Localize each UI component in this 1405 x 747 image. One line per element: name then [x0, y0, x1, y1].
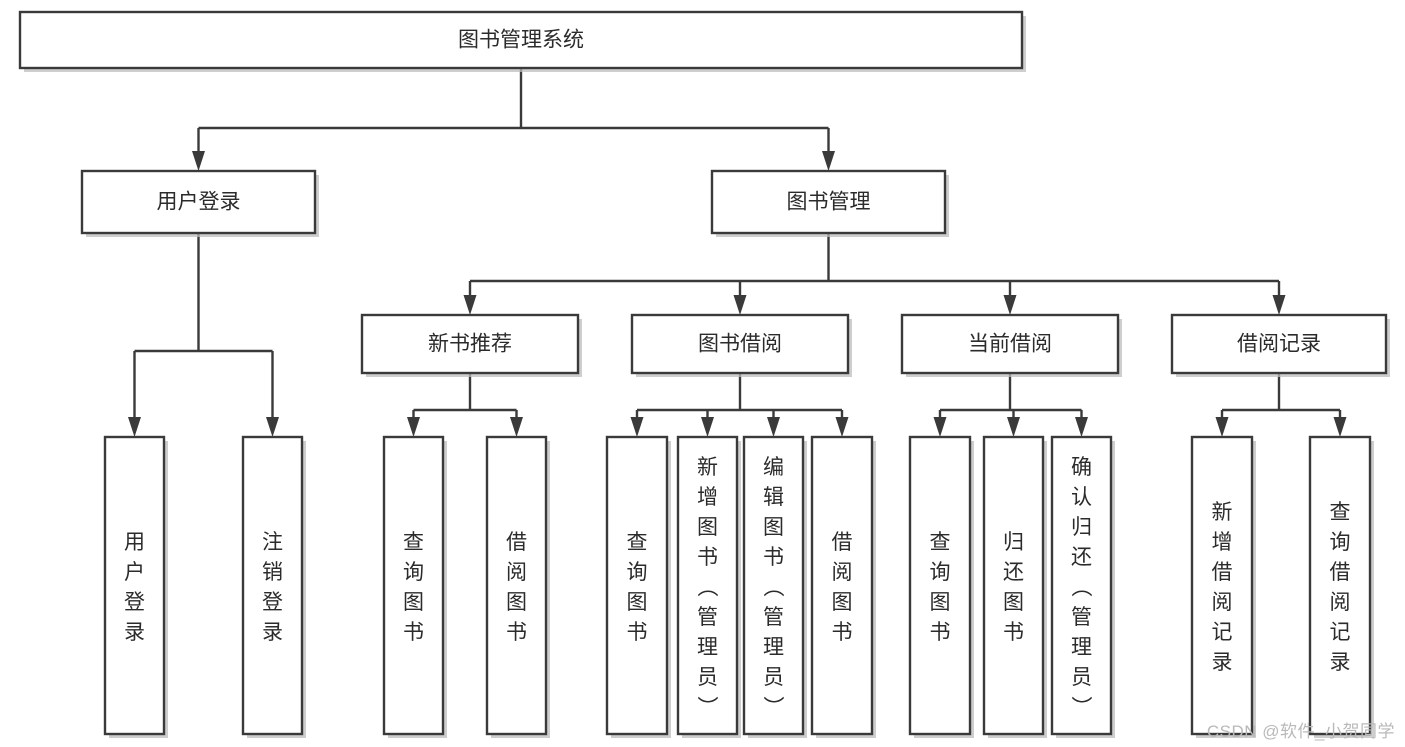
arrow-head-icon	[733, 295, 747, 315]
node-box[interactable]	[1190, 435, 1254, 736]
arrow-head-icon	[192, 151, 205, 171]
node-box[interactable]	[676, 435, 739, 736]
node-box[interactable]	[241, 435, 304, 736]
node-current-borrow[interactable]: 当前借阅	[900, 313, 1122, 377]
node-book-borrow[interactable]: 图书借阅	[630, 313, 852, 377]
node-borrow-record[interactable]: 借阅记录	[1170, 313, 1390, 377]
node-label: 查询借阅记录	[1330, 501, 1351, 674]
node-box[interactable]	[18, 10, 1024, 70]
node-leaf-return-book[interactable]: 归还图书	[982, 435, 1047, 738]
arrow-head-icon	[1007, 417, 1020, 437]
arrow-head-icon	[1215, 417, 1229, 437]
node-box[interactable]	[630, 313, 850, 375]
node-layer: 图书管理系统用户登录图书管理新书推荐图书借阅当前借阅借阅记录用户登录注销登录查询…	[18, 10, 1390, 738]
arrow-head-icon	[630, 417, 644, 437]
node-box[interactable]	[103, 435, 166, 736]
arrow-head-icon	[835, 417, 849, 437]
arrow-head-icon	[1003, 295, 1017, 315]
node-leaf-add-record[interactable]: 新增借阅记录	[1190, 435, 1256, 738]
node-label: 用户登录	[157, 191, 241, 214]
node-label: 查询图书	[627, 531, 648, 644]
node-box[interactable]	[1170, 313, 1388, 375]
node-leaf-query-record[interactable]: 查询借阅记录	[1308, 435, 1374, 738]
node-leaf-borrow-book-2[interactable]: 借阅图书	[810, 435, 876, 738]
node-leaf-logout[interactable]: 注销登录	[241, 435, 306, 738]
arrow-head-icon	[767, 417, 780, 437]
node-user-login[interactable]: 用户登录	[80, 169, 319, 237]
node-leaf-confirm-return[interactable]: 确认归还（管理员）	[1050, 435, 1115, 738]
arrow-head-icon	[933, 417, 947, 437]
arrow-head-icon	[128, 417, 141, 437]
node-leaf-edit-book[interactable]: 编辑图书（管理员）	[742, 435, 807, 738]
edge-layer	[128, 68, 1347, 437]
node-box[interactable]	[80, 169, 317, 235]
arrow-head-icon	[1075, 417, 1088, 437]
node-leaf-add-book[interactable]: 新增图书（管理员）	[676, 435, 741, 738]
node-box[interactable]	[710, 169, 947, 235]
node-new-book-rec[interactable]: 新书推荐	[360, 313, 582, 377]
node-leaf-user-login[interactable]: 用户登录	[103, 435, 168, 738]
node-label: 查询图书	[403, 531, 424, 644]
node-box[interactable]	[1050, 435, 1113, 736]
node-label: 新增借阅记录	[1212, 501, 1233, 674]
node-label: 查询图书	[930, 531, 951, 644]
node-root[interactable]: 图书管理系统	[18, 10, 1026, 72]
node-label: 图书管理	[787, 191, 871, 214]
node-label: 注销登录	[262, 531, 283, 644]
node-box[interactable]	[742, 435, 805, 736]
node-label: 用户登录	[124, 531, 145, 644]
node-box[interactable]	[485, 435, 548, 736]
node-label: 图书管理系统	[458, 29, 584, 52]
node-leaf-query-book-3[interactable]: 查询图书	[908, 435, 974, 738]
node-leaf-query-book-1[interactable]: 查询图书	[382, 435, 447, 738]
node-box[interactable]	[982, 435, 1045, 736]
arrow-head-icon	[407, 417, 420, 437]
arrow-head-icon	[1333, 417, 1347, 437]
node-box[interactable]	[908, 435, 972, 736]
node-box[interactable]	[900, 313, 1120, 375]
node-label: 新增图书（管理员）	[697, 456, 719, 719]
node-box[interactable]	[810, 435, 874, 736]
arrow-head-icon	[822, 151, 835, 171]
node-book-manage[interactable]: 图书管理	[710, 169, 949, 237]
node-label: 归还图书	[1003, 531, 1024, 644]
node-box[interactable]	[1308, 435, 1372, 736]
node-leaf-borrow-book-1[interactable]: 借阅图书	[485, 435, 550, 738]
node-label: 新书推荐	[428, 333, 512, 356]
node-label: 编辑图书（管理员）	[763, 456, 785, 719]
node-box[interactable]	[382, 435, 445, 736]
arrow-head-icon	[510, 417, 523, 437]
node-label: 当前借阅	[968, 333, 1052, 356]
arrow-head-icon	[701, 417, 714, 437]
node-leaf-query-book-2[interactable]: 查询图书	[605, 435, 671, 738]
node-label: 图书借阅	[698, 333, 782, 356]
node-label: 借阅图书	[506, 531, 527, 644]
node-box[interactable]	[360, 313, 580, 375]
arrow-head-icon	[1272, 295, 1286, 315]
node-label: 借阅图书	[832, 531, 853, 644]
node-label: 确认归还（管理员）	[1071, 456, 1093, 719]
arrow-head-icon	[266, 417, 279, 437]
arrow-head-icon	[463, 295, 477, 315]
node-box[interactable]	[605, 435, 669, 736]
node-label: 借阅记录	[1237, 333, 1321, 356]
watermark-text: CSDN @软件_小贺同学	[1206, 722, 1395, 741]
